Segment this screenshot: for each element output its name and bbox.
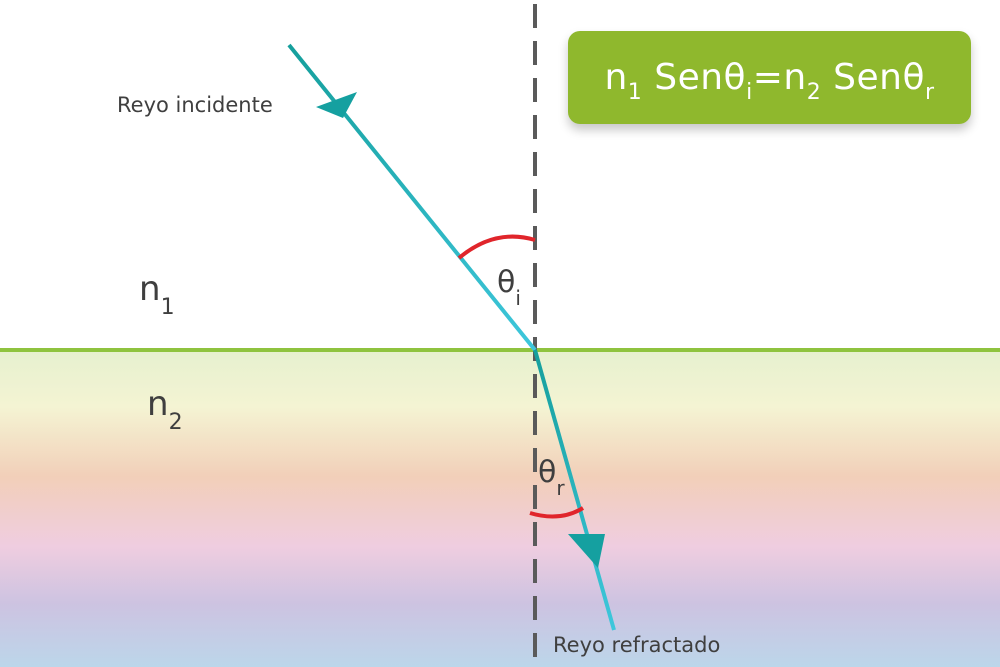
n1-label: n1: [139, 269, 175, 320]
refracted-ray: [533, 349, 616, 631]
incident-ray: [287, 43, 537, 352]
formula-box: n1 Senθi=n2 Senθr: [568, 31, 971, 124]
incident-ray-label: Reyo incidente: [117, 93, 273, 117]
snell-law-formula: n1 Senθi=n2 Senθr: [604, 56, 935, 105]
lower-medium: [0, 350, 1000, 667]
refracted-ray-label: Reyo refractado: [553, 633, 720, 657]
refraction-angle-label: θr: [538, 455, 565, 500]
refraction-angle-arc: [529, 506, 585, 519]
incident-arrow-icon: [316, 92, 357, 118]
incidence-angle-label: θi: [497, 265, 521, 310]
incidence-angle-arc: [457, 234, 536, 260]
refracted-arrow-icon: [568, 534, 605, 568]
n2-label: n2: [147, 384, 183, 435]
